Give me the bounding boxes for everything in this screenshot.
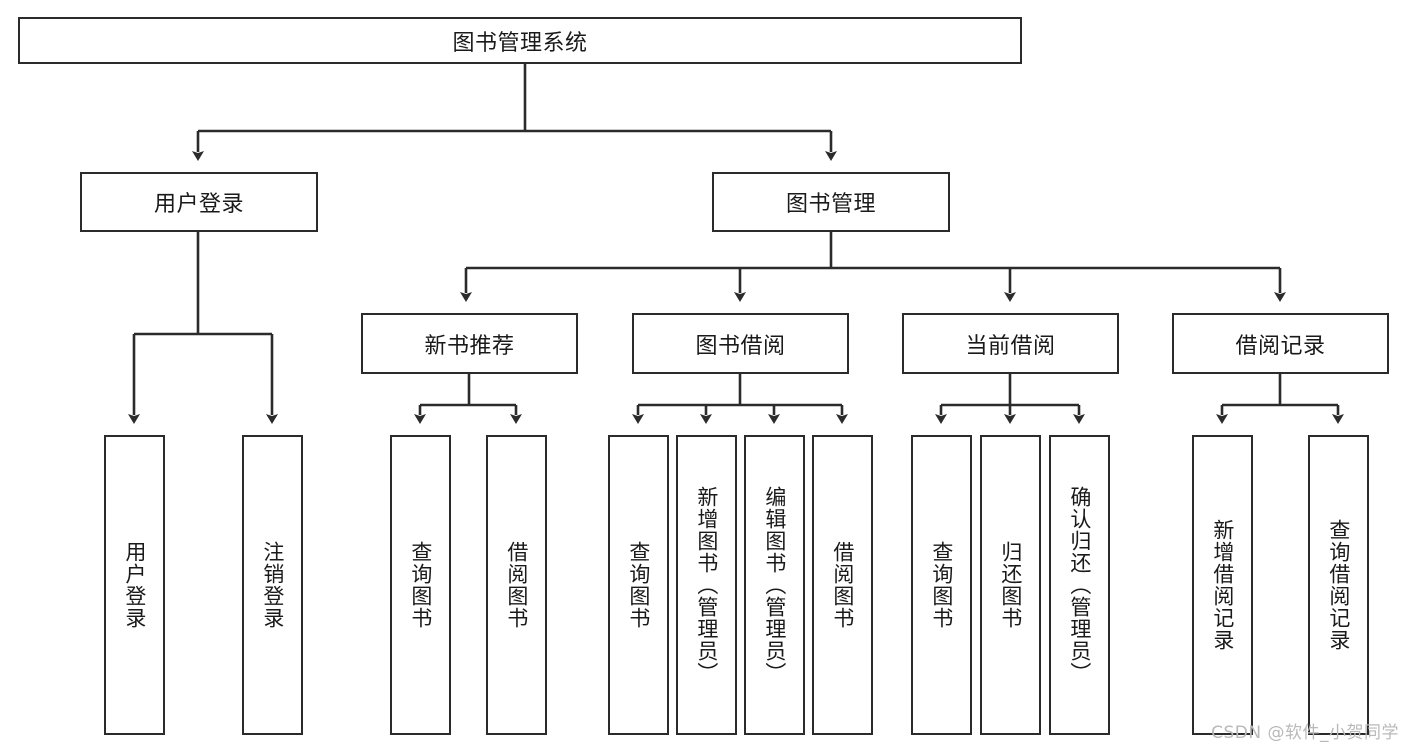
leaf-query-book-3[interactable]: 查询图书 [911,435,972,735]
leaf-return-book-label: 归还图书 [998,541,1023,629]
leaf-query-book-2-label: 查询图书 [626,541,651,629]
leaf-add-book-label: 新增图书（管理员） [694,486,719,684]
leaf-query-record[interactable]: 查询借阅记录 [1308,435,1369,735]
node-new-book-recommend[interactable]: 新书推荐 [361,313,578,374]
leaf-query-book-3-label: 查询图书 [929,541,954,629]
leaf-user-login-label: 用户登录 [122,541,147,629]
node-book-management-label: 图书管理 [785,192,876,217]
leaf-borrow-book-1[interactable]: 借阅图书 [486,435,547,735]
leaf-borrow-book-2-label: 借阅图书 [830,541,855,629]
leaf-logout-login-label: 注销登录 [260,541,285,629]
leaf-add-record-label: 新增借阅记录 [1210,519,1235,651]
node-user-login[interactable]: 用户登录 [80,172,318,232]
node-current-borrow-label: 当前借阅 [965,333,1056,359]
leaf-confirm-return-label: 确认归还（管理员） [1067,486,1092,684]
leaf-query-book-2[interactable]: 查询图书 [608,435,669,735]
leaf-query-book-1-label: 查询图书 [408,541,433,629]
leaf-borrow-book-1-label: 借阅图书 [504,541,529,629]
node-new-book-recommend-label: 新书推荐 [424,333,515,359]
leaf-logout-login[interactable]: 注销登录 [242,435,303,735]
watermark: CSDN @软件_小贺同学 [1211,723,1399,743]
node-root-label: 图书管理系统 [452,30,588,56]
node-borrow-record[interactable]: 借阅记录 [1172,313,1389,374]
node-book-borrow[interactable]: 图书借阅 [632,313,849,374]
leaf-add-book[interactable]: 新增图书（管理员） [676,435,737,735]
leaf-confirm-return[interactable]: 确认归还（管理员） [1049,435,1110,735]
leaf-query-record-label: 查询借阅记录 [1326,519,1351,651]
node-book-management[interactable]: 图书管理 [712,172,950,232]
leaf-query-book-1[interactable]: 查询图书 [390,435,451,735]
node-book-borrow-label: 图书借阅 [695,333,786,359]
leaf-edit-book[interactable]: 编辑图书（管理员） [744,435,805,735]
node-current-borrow[interactable]: 当前借阅 [902,313,1119,374]
leaf-user-login[interactable]: 用户登录 [104,435,165,735]
leaf-borrow-book-2[interactable]: 借阅图书 [812,435,873,735]
leaf-edit-book-label: 编辑图书（管理员） [762,486,787,684]
leaf-add-record[interactable]: 新增借阅记录 [1192,435,1253,735]
node-borrow-record-label: 借阅记录 [1235,333,1326,359]
leaf-return-book[interactable]: 归还图书 [980,435,1041,735]
node-user-login-label: 用户登录 [153,192,244,217]
node-root[interactable]: 图书管理系统 [18,17,1022,64]
